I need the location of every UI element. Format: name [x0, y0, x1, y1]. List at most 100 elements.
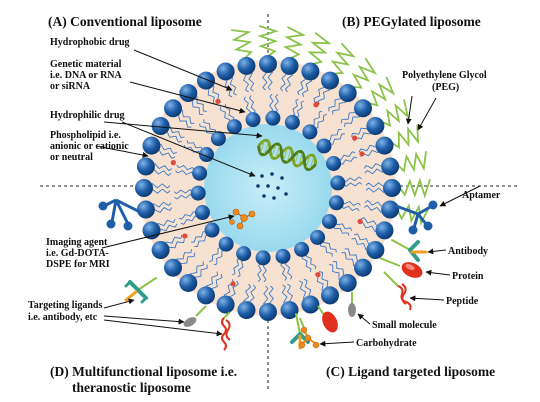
lipid-tail	[175, 114, 192, 128]
lipid-head-icon	[255, 250, 271, 266]
peg-chain-icon	[368, 76, 396, 107]
lipid-tail	[315, 114, 327, 129]
lipid-tail	[284, 71, 293, 93]
lipid-tail	[180, 215, 198, 225]
pointer-lines	[95, 49, 481, 337]
lipid-head-icon	[366, 241, 385, 259]
protein-icon	[379, 257, 423, 278]
lipid-tail	[341, 252, 357, 267]
lipid-head-icon	[284, 114, 300, 130]
label-phospholipid-3: or neutral	[50, 152, 93, 163]
lipid-tail	[190, 231, 206, 243]
lipid-head-icon	[216, 295, 235, 314]
peg-chain-icon	[282, 26, 306, 59]
lipid-head-icon	[302, 124, 318, 140]
lipid-tail	[333, 226, 350, 236]
lipid-head-icon	[136, 200, 155, 219]
lipid-tail	[359, 221, 379, 233]
lipid-tail	[176, 164, 195, 171]
lipid-head-icon	[353, 99, 372, 118]
peg-chain-icon	[397, 151, 427, 173]
lipid-tail	[229, 75, 238, 96]
lipid-tail	[248, 71, 255, 92]
lipid-tail	[175, 249, 192, 263]
lipid-head-icon	[383, 179, 401, 197]
peg-chain-icon	[391, 124, 420, 150]
lipid-head-icon	[210, 131, 226, 147]
lipid-head-icon	[353, 258, 372, 277]
lipid-tail	[186, 140, 203, 150]
lipid-head-icon	[142, 136, 161, 155]
lipid-tail	[151, 201, 172, 208]
lipid-head-icon	[237, 56, 256, 75]
peg-chain-icon	[351, 58, 378, 89]
lipid-tail	[363, 163, 384, 170]
hydrophobic-drug-dot	[170, 160, 176, 166]
quadrant-title-c: (C) Ligand targeted liposome	[326, 364, 495, 379]
lipid-tail	[152, 206, 173, 213]
lipid-tail	[206, 271, 219, 290]
aqueous-core	[204, 124, 332, 252]
lipid-tail	[344, 248, 361, 262]
hydrophobic-drug-dot	[315, 272, 321, 278]
lipid-head-icon	[218, 236, 234, 252]
antibody-icon	[391, 239, 428, 262]
lipid-tail	[155, 218, 176, 227]
lipid-tail	[280, 262, 288, 281]
peptide-icon	[221, 311, 231, 351]
lipid-tail	[267, 69, 273, 91]
quadrant-title-a: (A) Conventional liposome	[48, 14, 202, 29]
lipid-tail	[317, 86, 330, 105]
lipid-tail	[344, 113, 361, 127]
hydrophobic-drug-dot	[230, 281, 236, 287]
lipid-head-icon	[321, 71, 339, 90]
lipid-head-icon	[310, 229, 326, 245]
lipid-tail	[335, 222, 353, 231]
lipid-tail	[358, 144, 378, 153]
lipid-tail	[189, 99, 204, 115]
lipid-tail	[301, 255, 312, 273]
hydrophobic-drug-dot	[215, 98, 221, 104]
label-imaging-agent-2: i.e. Gd-DOTA-	[46, 248, 109, 259]
peptide-icon	[383, 271, 412, 311]
lipid-tail	[297, 75, 307, 96]
lipid-head-icon	[366, 117, 385, 135]
label-carbohydrate: Carbohydrate	[356, 338, 417, 349]
lipid-tail	[332, 261, 347, 277]
lipid-tail	[364, 199, 386, 208]
lipid-tail	[286, 283, 293, 304]
lipid-tail	[175, 170, 194, 176]
peg-chain-icon	[330, 42, 356, 75]
lipid-tail	[269, 93, 274, 113]
lipid-head-icon	[321, 286, 339, 305]
lipid-tail	[328, 95, 342, 112]
lipid-heads	[135, 55, 401, 321]
label-antibody: Antibody	[448, 246, 488, 257]
lipid-head-icon	[375, 136, 394, 155]
hydrophobic-drug-dot	[182, 233, 188, 239]
lipid-head-icon	[330, 175, 346, 191]
lipid-head-icon	[194, 205, 210, 221]
lipid-tail	[351, 125, 369, 138]
lipid-head-icon	[275, 248, 291, 264]
lipid-head-icon	[328, 195, 344, 211]
lipid-tail	[279, 70, 288, 92]
lipid-head-icon	[179, 84, 198, 103]
lipid-tail	[167, 238, 185, 251]
label-hydrophilic-drug: Hydrophilic drug	[50, 110, 125, 121]
label-protein: Protein	[452, 271, 484, 282]
lipid-head-icon	[197, 71, 215, 90]
small-molecule-icon	[348, 292, 356, 317]
lipid-tail	[342, 200, 361, 206]
lipid-tail	[194, 264, 208, 281]
lipid-tail	[151, 163, 173, 172]
peg-chain-icon	[381, 99, 410, 128]
lipid-tails	[149, 69, 387, 307]
lipid-tail	[360, 217, 381, 227]
lipid-tail	[243, 96, 252, 115]
label-peptide: Peptide	[446, 296, 479, 307]
lipid-head-icon	[280, 301, 299, 320]
lipid-head-icon	[136, 157, 155, 176]
label-hydrophobic-drug: Hydrophobic drug	[50, 37, 130, 48]
lipid-tail	[353, 233, 372, 246]
